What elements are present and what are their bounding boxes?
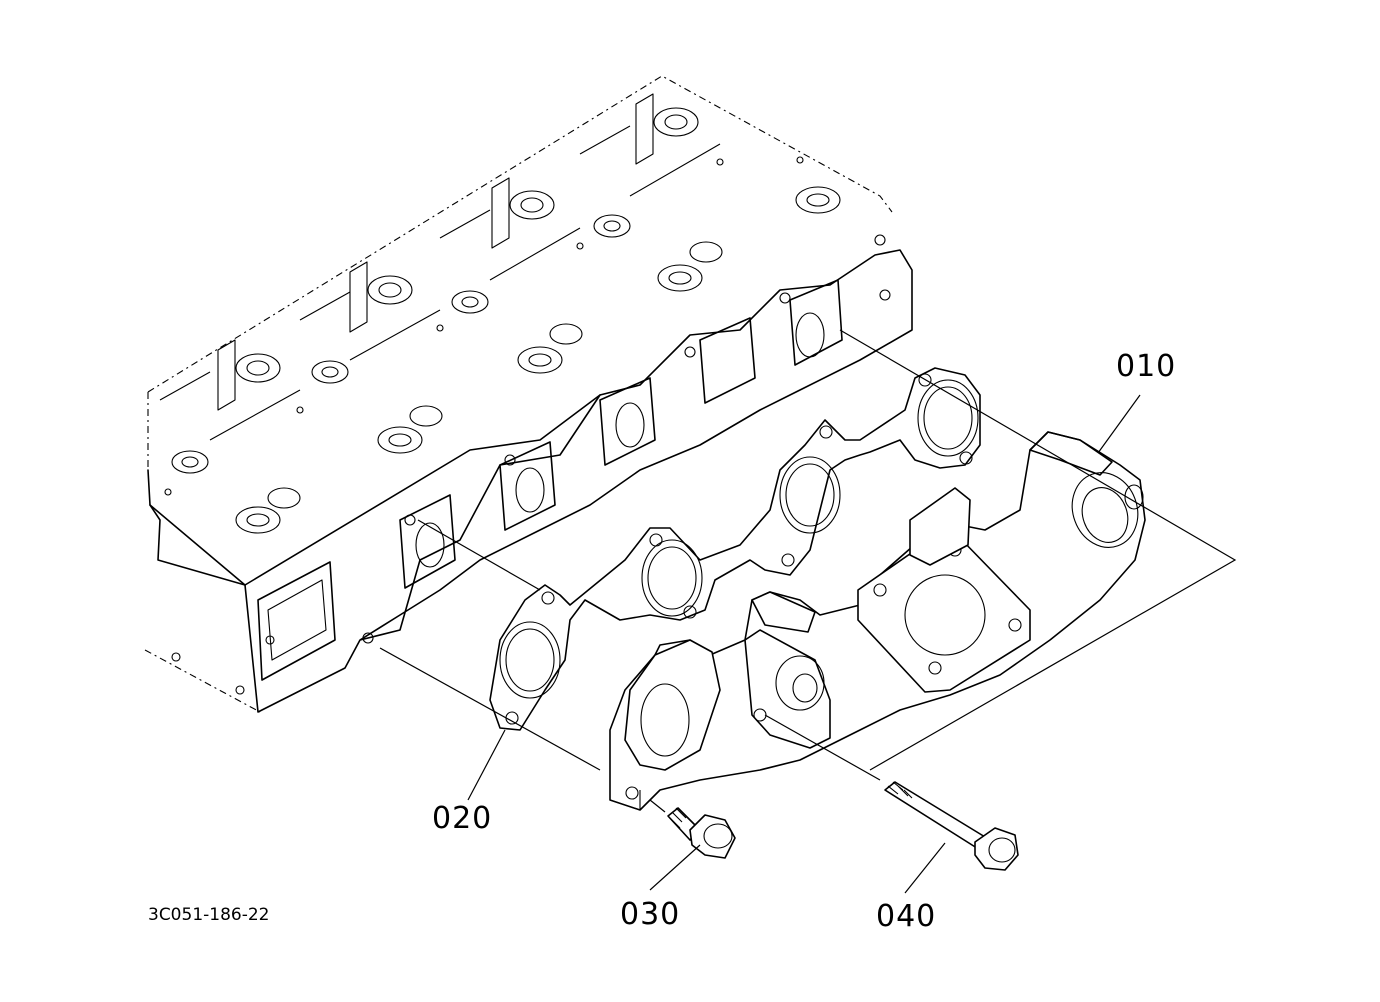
alignment-lines xyxy=(379,329,1237,813)
callout-leaders xyxy=(467,394,1141,894)
short-bolt xyxy=(667,807,736,859)
gasket xyxy=(489,367,981,731)
callout-010: 010 xyxy=(1116,349,1176,384)
drawing-code: 3C051-186-22 xyxy=(148,905,269,925)
callout-030: 030 xyxy=(620,897,680,932)
long-bolt xyxy=(884,781,1019,871)
callout-020: 020 xyxy=(432,801,492,836)
cylinder-head xyxy=(144,75,913,713)
exhaust-manifold xyxy=(609,431,1146,811)
callout-040: 040 xyxy=(876,899,936,934)
